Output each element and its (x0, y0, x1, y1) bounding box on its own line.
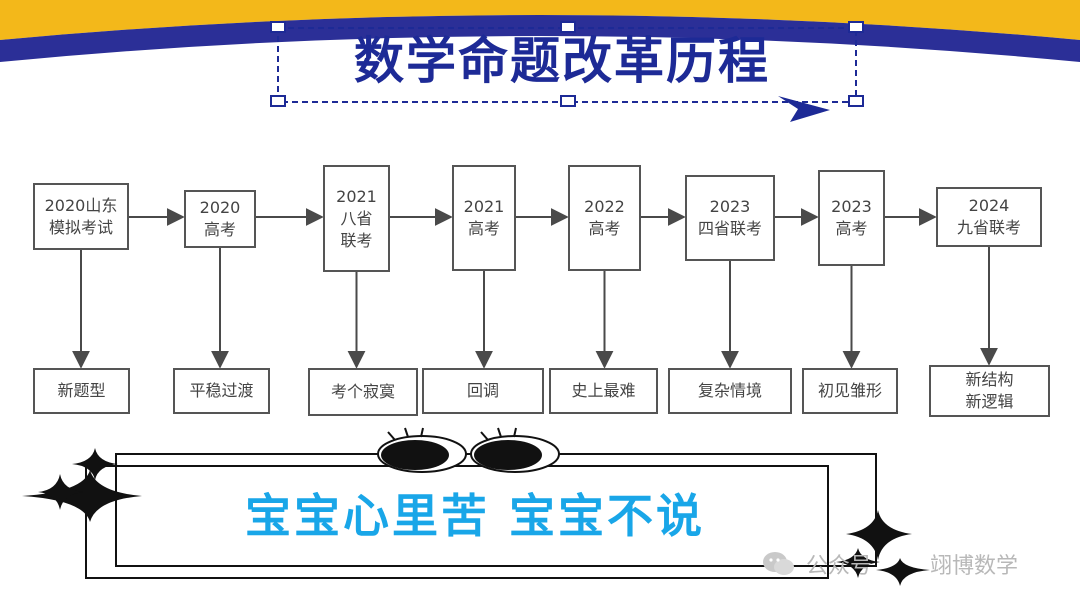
page-title: 数学命题改革历程 (354, 32, 770, 90)
title-frame (270, 21, 864, 122)
node-line: 八省 (340, 208, 373, 228)
outcome-box: 初见雏形 (802, 368, 898, 414)
watermark-prefix: 公众号 (806, 554, 873, 579)
outcome-line: 初见雏形 (817, 381, 882, 400)
outcome-box: 回调 (422, 368, 544, 414)
node-line: 联考 (340, 230, 373, 250)
outcome-box: 新题型 (33, 368, 130, 414)
pointer-arrow-icon (778, 96, 830, 122)
outcome-line: 新题型 (57, 381, 106, 400)
eye-icon (470, 427, 560, 473)
node-line: 九省联考 (956, 218, 1021, 237)
outcome-box: 新结构 新逻辑 (929, 365, 1050, 417)
wechat-icon (763, 552, 794, 575)
node-line: 2021 (336, 186, 377, 206)
timeline-node-2022-gaokao: 2022 高考 (568, 165, 641, 271)
timeline-node-2023-gaokao: 2023 高考 (818, 170, 885, 266)
sparkle-icon (38, 474, 84, 510)
outcome-line: 考个寂寞 (330, 382, 395, 401)
outcome-line: 新结构 (965, 370, 1014, 389)
node-line: 模拟考试 (48, 217, 113, 237)
outcome-line: 回调 (466, 381, 499, 400)
outcome-line: 复杂情境 (697, 381, 762, 400)
node-line: 2020 (199, 198, 241, 217)
outcome-line: 新逻辑 (965, 392, 1014, 411)
timeline-node-2024-jiusheng: 2024 九省联考 (936, 187, 1042, 247)
node-line: 高考 (835, 219, 868, 238)
node-line: 2023 (831, 197, 872, 216)
watermark-name: 翊博数学 (930, 554, 1019, 579)
node-line: 2022 (584, 197, 625, 216)
timeline-node-2021-gaokao: 2021 高考 (452, 165, 516, 271)
node-line: 高考 (467, 219, 500, 238)
timeline-node-2021-baxing: 2021 八省 联考 (323, 165, 390, 272)
timeline-node-2023-sisheng: 2023 四省联考 (685, 175, 775, 261)
node-line: 2020山东 (44, 195, 118, 215)
node-line: 四省联考 (697, 219, 762, 238)
outcome-box: 复杂情境 (668, 368, 792, 414)
slogan: 宝宝心里苦 宝宝不说 (244, 489, 705, 543)
outcome-box: 史上最难 (549, 368, 658, 414)
outcome-box: 平稳过渡 (173, 368, 270, 414)
node-line: 2023 (709, 197, 751, 216)
timeline-node-2020-gaokao: 2020 高考 (184, 190, 256, 248)
sparkle-icon (22, 470, 142, 522)
timeline-node-2020-shandong: 2020山东 模拟考试 (33, 183, 129, 250)
watermark: 公众号 翊博数学 (806, 548, 1019, 579)
outcome-line: 平稳过渡 (189, 381, 254, 400)
sparkle-icon (72, 448, 118, 480)
node-line: 高考 (203, 220, 236, 239)
outcome-box: 考个寂寞 (308, 368, 418, 416)
outcome-line: 史上最难 (571, 381, 636, 400)
node-line: 高考 (588, 219, 621, 238)
node-line: 2021 (463, 197, 505, 216)
eye-icon (377, 427, 467, 473)
node-line: 2024 (968, 196, 1010, 215)
